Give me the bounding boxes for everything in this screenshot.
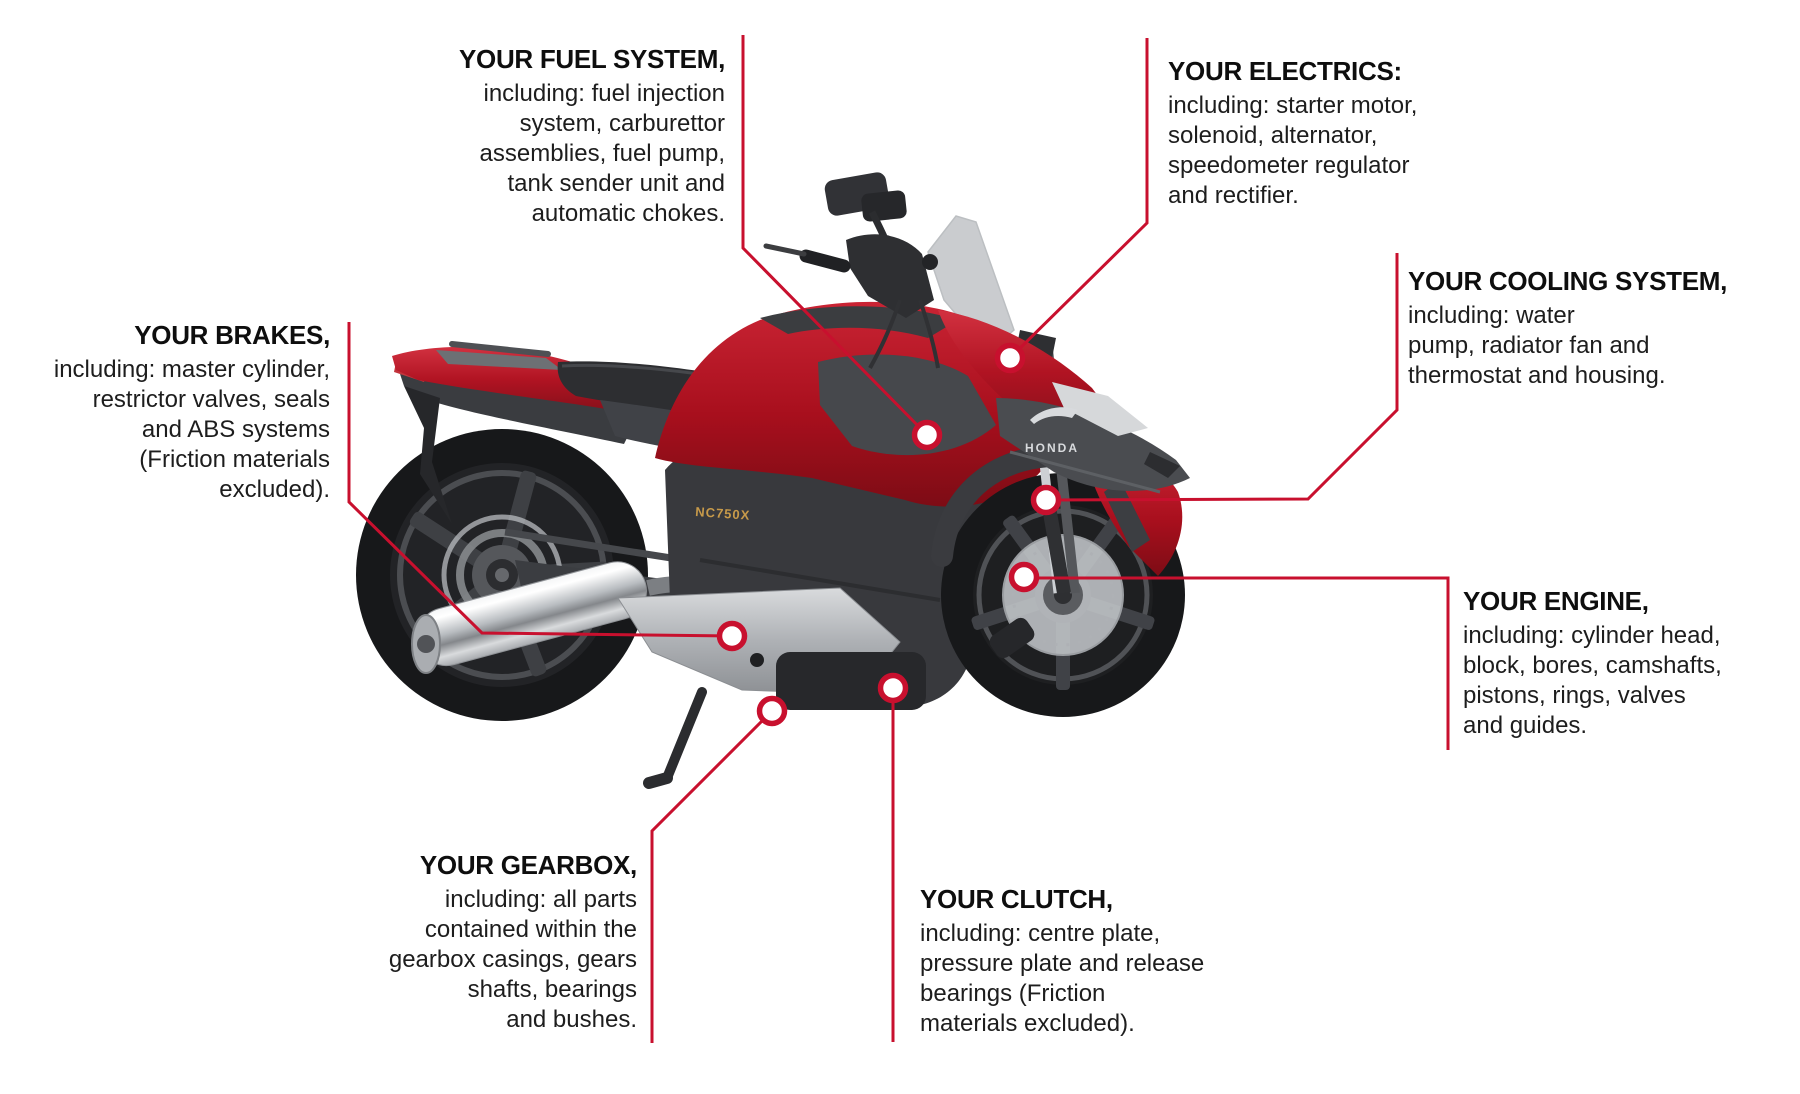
callout-text-line: speedometer regulator (1168, 152, 1410, 179)
callout-text-line: pump, radiator fan and (1408, 332, 1650, 359)
leader-lines (347, 35, 1450, 1043)
callout-text-line: shafts, bearings (467, 976, 637, 1003)
callout-text-line: including: starter motor, (1168, 92, 1418, 119)
callout-title: YOUR CLUTCH, (920, 884, 1113, 914)
callout-text-line: tank sender unit and (507, 170, 726, 197)
marker-dot-fuel (911, 419, 943, 451)
callout-text-line: bearings (Friction (920, 980, 1106, 1007)
callout-text-line: gearbox casings, gears (388, 946, 637, 973)
front-fairing: HONDA (927, 215, 1190, 494)
leader-line-electrics (1008, 38, 1149, 360)
marker-dot-brakes (716, 620, 748, 652)
leader-line-brakes (347, 322, 735, 638)
callout-text-line: and guides. (1463, 712, 1588, 739)
callout-text-line: including: centre plate, (920, 920, 1161, 947)
headlight (1144, 452, 1180, 478)
leader-line-gearbox (650, 711, 772, 1043)
knee-panel (818, 354, 996, 456)
fairing-beak (996, 398, 1190, 491)
brand-text: HONDA (1025, 441, 1079, 455)
callout-text-line: and bushes. (506, 1006, 637, 1033)
callout-text-line: including: water (1408, 302, 1575, 329)
callout-fuel-system: YOUR FUEL SYSTEM, including: fuel inject… (365, 44, 725, 229)
callout-engine: YOUR ENGINE, including: cylinder head, b… (1463, 586, 1722, 741)
callout-brakes: YOUR BRAKES, including: master cylinder,… (20, 320, 330, 505)
callout-text-line: restrictor valves, seals (92, 386, 330, 413)
leader-line-fuel (741, 35, 929, 437)
marker-dot-gearbox (756, 695, 788, 727)
callout-cooling-system: YOUR COOLING SYSTEM, including: water pu… (1408, 266, 1727, 391)
callout-text-line: including: fuel injection (483, 80, 726, 107)
rear-mudflap (404, 386, 452, 524)
side-stand (643, 687, 707, 789)
callout-text-line: solenoid, alternator, (1168, 122, 1378, 149)
callout-text-line: contained within the (424, 916, 637, 943)
callout-text-line: block, bores, camshafts, (1463, 652, 1722, 679)
callout-text-line: materials excluded). (920, 1010, 1135, 1037)
marker-dot-cooling (1030, 484, 1062, 516)
callout-electrics: YOUR ELECTRICS: including: starter motor… (1168, 56, 1417, 211)
handlebar (763, 234, 940, 369)
callout-text-line: thermostat and housing. (1408, 362, 1666, 389)
brand-emblem: HONDA (1025, 407, 1079, 455)
marker-dots (716, 342, 1062, 727)
callout-text-line: including: cylinder head, (1463, 622, 1721, 649)
callout-text-line: pressure plate and release (920, 950, 1205, 977)
callout-text-line: (Friction materials (139, 446, 330, 473)
windscreen (927, 215, 1015, 354)
callout-text-line: pistons, rings, valves (1463, 682, 1686, 709)
brake-caliper (989, 617, 1035, 659)
callout-title: YOUR COOLING SYSTEM, (1408, 266, 1728, 296)
leader-line-cooling (1047, 253, 1399, 502)
callout-text-line: assemblies, fuel pump, (479, 140, 725, 167)
callout-clutch: YOUR CLUTCH, including: centre plate, pr… (920, 884, 1204, 1039)
callout-title: YOUR GEARBOX, (419, 850, 637, 880)
callout-title: YOUR ENGINE, (1463, 586, 1649, 616)
model-decal: NC750X (695, 504, 751, 523)
callout-text-line: excluded). (219, 476, 330, 503)
engine-block: NC750X (617, 438, 995, 710)
callout-text-line: including: master cylinder, (53, 356, 330, 383)
callout-text-line: and rectifier. (1168, 182, 1299, 209)
callout-text-line: including: all parts (444, 886, 637, 913)
leader-line-engine (1026, 576, 1450, 750)
callout-title: YOUR BRAKES, (134, 320, 330, 350)
callout-title: YOUR ELECTRICS: (1168, 56, 1402, 86)
callout-gearbox: YOUR GEARBOX, including: all parts conta… (307, 850, 637, 1035)
callout-text-line: and ABS systems (141, 416, 330, 443)
callout-text-line: system, carburettor (519, 110, 725, 137)
marker-dot-electrics (994, 342, 1026, 374)
callout-text-line: automatic chokes. (531, 200, 725, 227)
marker-dot-engine (1008, 561, 1040, 593)
callout-title: YOUR FUEL SYSTEM, (458, 44, 725, 74)
marker-dot-clutch (877, 672, 909, 704)
